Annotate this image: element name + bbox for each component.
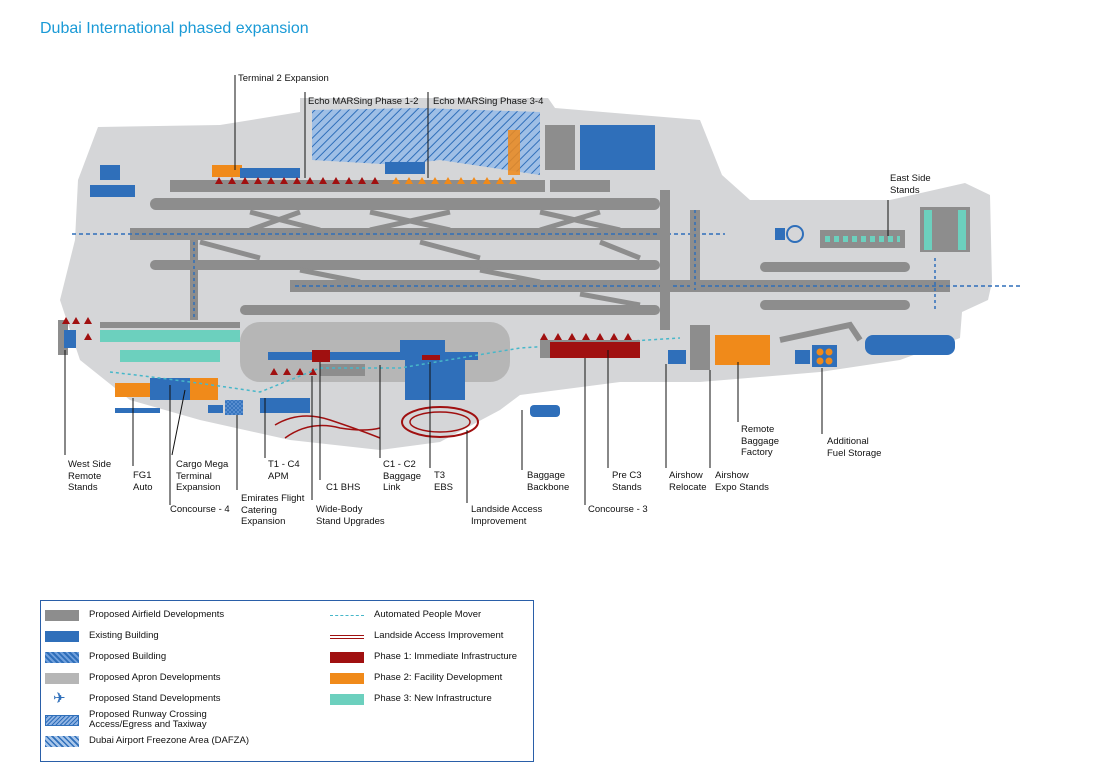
legend-item-stand: ✈ Proposed Stand Developments [53, 690, 221, 707]
phase2-swatch [330, 673, 364, 684]
phase3-swatch [330, 694, 364, 705]
legend-item-proposed-building: Proposed Building [41, 649, 331, 670]
apm-route [109, 337, 681, 393]
northern-parallel-taxiway [150, 260, 660, 270]
airplane-icon: ✈ [53, 690, 66, 707]
landside-line [330, 635, 364, 639]
legend-item-phase2: Phase 2: Facility Development [326, 670, 531, 691]
legend-item-airfield: Proposed Airfield Developments [41, 607, 331, 628]
runway-crossing-swatch [45, 715, 79, 726]
label-concourse-4: Concourse - 4 [170, 504, 230, 515]
label-echo-marsing-1-2: Echo MARSing Phase 1-2 [308, 96, 419, 107]
label-echo-marsing-3-4: Echo MARSing Phase 3-4 [433, 96, 544, 107]
northern-runway [130, 228, 670, 240]
airport-map [58, 75, 1020, 505]
southern-taxiway [240, 305, 660, 315]
legend-item-existing-building: Existing Building [41, 628, 331, 649]
legend-item-landside: Landside Access Improvement [326, 628, 531, 649]
apm-line [330, 615, 364, 616]
proposed-building-swatch [45, 652, 79, 663]
airfield-swatch [45, 610, 79, 621]
map-legend: Proposed Airfield Developments Existing … [40, 600, 534, 762]
existing-building-swatch [45, 631, 79, 642]
dafza-swatch [45, 736, 79, 747]
label-terminal-2-expansion: Terminal 2 Expansion [238, 73, 329, 84]
page-title: Dubai International phased expansion [40, 20, 309, 37]
label-c1-bhs: C1 BHS [326, 482, 361, 493]
label-concourse-3: Concourse - 3 [588, 504, 648, 515]
legend-item-dafza: Dubai Airport Freezone Area (DAFZA) [41, 733, 331, 754]
legend-item-apm: Automated People Mover [326, 607, 531, 628]
apron-swatch [45, 673, 79, 684]
terminal-2-stands [215, 130, 520, 184]
dafza-area [312, 108, 540, 175]
legend-item-runway-crossing: Proposed Runway Crossing Access/Egress a… [41, 710, 331, 733]
legend-item-phase3: Phase 3: New Infrastructure [326, 691, 531, 712]
phase1-swatch [330, 652, 364, 663]
legend-item-apron: Proposed Apron Developments [41, 670, 331, 691]
northern-taxiway [150, 198, 660, 210]
legend-item-phase1: Phase 1: Immediate Infrastructure [326, 649, 531, 670]
